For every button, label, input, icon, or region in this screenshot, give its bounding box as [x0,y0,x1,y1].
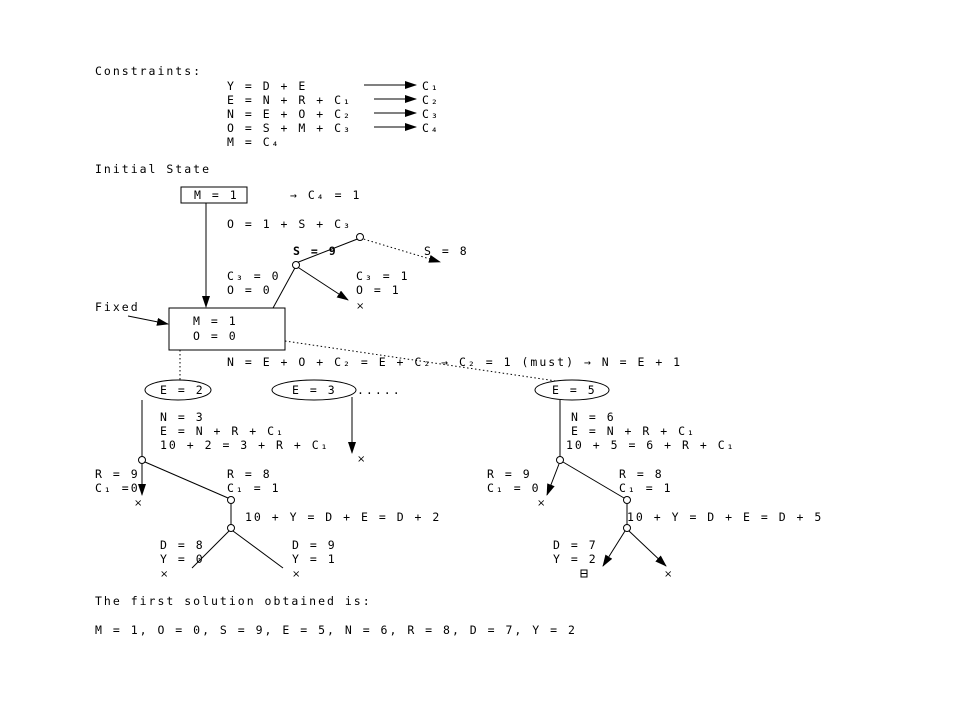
left-d8-edge [191,530,230,569]
o-1-label: O = 1 [356,283,401,297]
right-r-choice-node [556,456,564,464]
left-d-choice-node [227,524,235,532]
constraints-label: Constraints: [95,64,202,78]
fixed-state-box [168,307,286,351]
left-d8: D = 8 [160,538,205,552]
solution-intro: The first solution obtained is: [95,594,372,608]
fail-mark-e3: × [357,454,365,465]
left-eq2: 10 + 2 = 3 + R + C₁ [160,438,330,452]
e5-label: E = 5 [552,383,597,397]
left-r9: R = 9 [95,467,140,481]
n-equation: N = E + O + C₂ = E + C₂ → C₂ = 1 (must) … [227,355,682,369]
initial-state-text: M = 1 [194,188,239,202]
right-eq2: 10 + 5 = 6 + R + C₁ [566,438,736,452]
s9-label: S = 9 [293,244,338,258]
fixed-m: M = 1 [193,314,238,328]
fail-mark-c3-1: × [356,301,364,312]
left-d9: D = 9 [292,538,337,552]
edge-c3-0 [272,265,297,309]
right-y2: Y = 2 [553,552,598,566]
left-y0: Y = 0 [160,552,205,566]
node-c3-choice [292,261,300,269]
right-r8: R = 8 [619,467,664,481]
left-eq3: 10 + Y = D + E = D + 2 [245,510,441,524]
initial-state-label: Initial State [95,162,211,176]
fail-mark-left-d9: × [292,569,300,580]
s8-label: S = 8 [424,244,469,258]
right-c1-0: C₁ = 0 [487,481,541,495]
c3-0-label: C₃ = 0 [227,269,281,283]
o-0-label: O = 0 [227,283,272,297]
e3-node [271,379,357,401]
fail-mark-right-r9: × [537,498,545,509]
constraint-1: Y = D + E [227,79,307,93]
left-c1-node [227,496,235,504]
edge-c3-1 [295,265,349,301]
solution-text: M = 1, O = 0, S = 9, E = 5, N = 6, R = 8… [95,623,577,637]
right-r8-edge [562,461,625,499]
fixed-label: Fixed [95,300,140,314]
fixed-arrow [127,315,169,326]
constraint-3: N = E + O + C₂ [227,107,352,121]
right-c1-node [623,496,631,504]
left-c1-0: C₁ =0 [95,481,140,495]
edge-s9 [295,237,361,264]
left-c1-1: C₁ = 1 [227,481,281,495]
constraint-4: O = S + M + C₃ [227,121,352,135]
initial-implication: → C₄ = 1 [290,188,361,202]
initial-state-box [180,186,248,204]
e3-label: E = 3 [292,383,337,397]
node-s-choice [356,233,364,241]
right-eq3: 10 + Y = D + E = D + 5 [627,510,823,524]
fail-mark-right-d: × [664,569,672,580]
carry-1: C₁ [422,79,440,93]
edge-e5 [284,340,557,382]
o-equation: O = 1 + S + C₃ [227,217,352,231]
e-ellipsis: ..... [357,383,402,397]
left-n: N = 3 [160,410,205,424]
right-r9: R = 9 [487,467,532,481]
right-d-other-arrow [628,530,667,567]
left-y1: Y = 1 [292,552,337,566]
carry-4: C₄ [422,121,440,135]
right-r9-arrow [546,463,560,496]
constraint-5: M = C₄ [227,135,281,149]
right-d7: D = 7 [553,538,598,552]
right-n: N = 6 [571,410,616,424]
constraint-2: E = N + R + C₁ [227,93,352,107]
fail-mark-left-r9: × [134,498,142,509]
e2-node [144,379,212,401]
carry-3: C₃ [422,107,440,121]
e5-node [534,379,610,401]
left-d9-edge [232,530,284,569]
right-eq1: E = N + R + C₁ [571,424,696,438]
left-eq1: E = N + R + C₁ [160,424,285,438]
carry-2: C₂ [422,93,440,107]
c3-1-label: C₃ = 1 [356,269,410,283]
left-r-choice-node [138,456,146,464]
left-r8: R = 8 [227,467,272,481]
right-d7-arrow [602,530,626,567]
right-d-choice-node [623,524,631,532]
right-c1-1: C₁ = 1 [619,481,673,495]
fixed-o: O = 0 [193,329,238,343]
left-r8-edge [144,461,229,499]
fail-mark-left-d8: × [160,569,168,580]
e2-label: E = 2 [160,383,205,397]
